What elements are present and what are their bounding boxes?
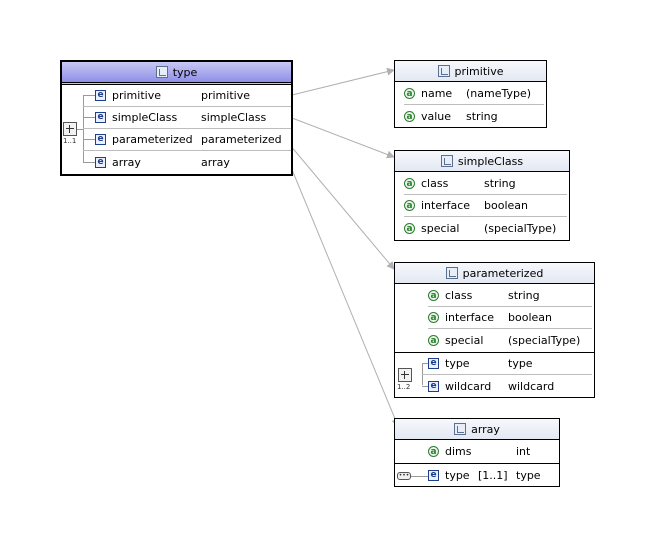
element-type: type bbox=[516, 468, 541, 482]
attribute-icon: a bbox=[404, 200, 415, 211]
element-icon: e bbox=[95, 134, 106, 145]
element-icon: e bbox=[428, 358, 439, 369]
element-decl-icon bbox=[445, 267, 458, 279]
element-decl-icon bbox=[440, 155, 453, 167]
parameterized-attr-special[interactable]: a special (specialType) bbox=[428, 329, 592, 351]
attribute-icon: a bbox=[428, 290, 439, 301]
attr-name: special bbox=[445, 333, 484, 347]
attr-name: special bbox=[421, 221, 460, 235]
parameterized-element-wildcard[interactable]: e wildcard wildcard bbox=[422, 375, 592, 397]
attr-name: dims bbox=[445, 444, 472, 458]
simpleclass-attr-class[interactable]: a class string bbox=[404, 173, 567, 195]
primitive-header: primitive bbox=[395, 61, 546, 82]
simpleclass-header: simpleClass bbox=[395, 151, 569, 172]
element-name: type bbox=[445, 357, 470, 370]
element-type: wildcard bbox=[508, 379, 555, 393]
primitive-type-box[interactable]: primitive a name (nameType) a value stri… bbox=[394, 60, 547, 128]
attr-name: interface bbox=[421, 199, 471, 212]
simpleclass-type-box[interactable]: simpleClass a class string a interface b… bbox=[394, 150, 570, 241]
attr-name: value bbox=[421, 109, 452, 123]
attribute-icon: a bbox=[404, 88, 415, 99]
attribute-icon: a bbox=[404, 178, 415, 189]
array-attr-dims[interactable]: a dims int bbox=[428, 440, 557, 462]
tree-connector bbox=[77, 129, 83, 130]
tree-connector bbox=[411, 476, 428, 477]
type-row-simpleclass[interactable]: e simpleClass simpleClass bbox=[83, 107, 291, 129]
type-title: type bbox=[172, 65, 198, 79]
attr-type: (nameType) bbox=[466, 87, 532, 100]
type-row-parameterized[interactable]: e parameterized parameterized bbox=[83, 129, 291, 151]
sequence-icon[interactable] bbox=[63, 122, 77, 136]
element-decl-icon bbox=[437, 65, 450, 77]
array-title: array bbox=[471, 422, 500, 436]
element-decl-icon bbox=[454, 423, 467, 435]
attr-type: string bbox=[484, 177, 516, 190]
parameterized-type-box[interactable]: parameterized a class string a interface… bbox=[394, 262, 595, 398]
element-name: type bbox=[445, 468, 470, 482]
attribute-icon: a bbox=[404, 222, 415, 234]
attr-type: string bbox=[466, 109, 498, 123]
attribute-icon: a bbox=[404, 110, 415, 122]
element-type: type bbox=[508, 357, 533, 370]
tree-connector bbox=[83, 96, 84, 162]
sequence-icon[interactable]: ••• bbox=[397, 472, 411, 480]
element-multiplicity: [1..1] bbox=[478, 468, 508, 482]
row-type: primitive bbox=[201, 89, 250, 102]
parameterized-cardinality: 1..2 bbox=[397, 383, 411, 391]
row-name: array bbox=[112, 155, 141, 169]
element-icon: e bbox=[428, 380, 439, 392]
simpleclass-title: simpleClass bbox=[457, 154, 524, 168]
primitive-title: primitive bbox=[454, 64, 504, 78]
simpleclass-attr-interface[interactable]: a interface boolean bbox=[404, 195, 567, 217]
element-name: wildcard bbox=[445, 379, 492, 393]
attr-type: (specialType) bbox=[484, 221, 557, 235]
simpleclass-attr-special[interactable]: a special (specialType) bbox=[404, 217, 567, 239]
attribute-icon: a bbox=[428, 312, 439, 323]
parameterized-element-type[interactable]: e type type bbox=[422, 353, 592, 375]
parameterized-attr-interface[interactable]: a interface boolean bbox=[428, 307, 592, 329]
type-cardinality: 1..1 bbox=[63, 137, 77, 145]
type-row-primitive[interactable]: e primitive primitive bbox=[83, 85, 291, 107]
attr-name: name bbox=[421, 87, 453, 100]
parameterized-header: parameterized bbox=[395, 263, 594, 284]
connector-array bbox=[287, 159, 400, 427]
primitive-attr-value[interactable]: a value string bbox=[404, 105, 544, 127]
attr-type: int bbox=[516, 444, 531, 458]
row-name: primitive bbox=[112, 89, 161, 102]
element-icon: e bbox=[95, 112, 106, 123]
attribute-icon: a bbox=[428, 445, 439, 457]
connector-primitive bbox=[291, 67, 395, 96]
element-icon: e bbox=[428, 469, 439, 481]
attr-name: interface bbox=[445, 311, 495, 324]
attr-type: boolean bbox=[484, 199, 528, 212]
section-divider bbox=[395, 352, 594, 353]
row-type: array bbox=[201, 155, 230, 169]
primitive-attr-name[interactable]: a name (nameType) bbox=[404, 83, 544, 105]
row-name: parameterized bbox=[112, 133, 193, 146]
array-element-type[interactable]: e type [1..1] type bbox=[428, 464, 557, 486]
element-icon: e bbox=[95, 156, 106, 168]
connector-simpleclass bbox=[291, 117, 395, 159]
row-type: simpleClass bbox=[201, 111, 267, 124]
parameterized-title: parameterized bbox=[462, 266, 544, 280]
sequence-icon[interactable] bbox=[398, 368, 412, 382]
row-name: simpleClass bbox=[112, 111, 178, 124]
element-decl-icon bbox=[155, 66, 168, 78]
connector-parameterized bbox=[289, 144, 395, 270]
row-type: parameterized bbox=[201, 133, 282, 146]
attribute-icon: a bbox=[428, 334, 439, 346]
array-type-box[interactable]: array a dims int ••• e type [1..1] type bbox=[394, 418, 560, 487]
attr-name: class bbox=[421, 177, 449, 190]
array-header: array bbox=[395, 419, 559, 440]
section-divider bbox=[395, 463, 559, 464]
parameterized-attr-class[interactable]: a class string bbox=[428, 285, 592, 307]
attr-type: (specialType) bbox=[508, 333, 581, 347]
attr-type: boolean bbox=[508, 311, 552, 324]
type-header: type bbox=[62, 62, 291, 85]
attr-name: class bbox=[445, 289, 473, 302]
attr-type: string bbox=[508, 289, 540, 302]
element-icon: e bbox=[95, 90, 106, 101]
type-row-array[interactable]: e array array bbox=[83, 151, 291, 173]
